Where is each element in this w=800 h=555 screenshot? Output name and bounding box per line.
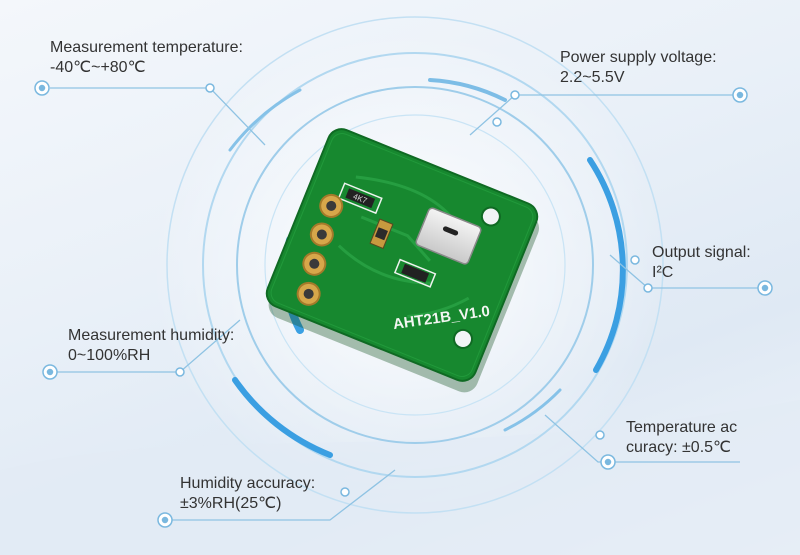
ring-innermost <box>264 114 566 416</box>
node-voltage-arc <box>492 117 502 127</box>
node-dot <box>46 368 54 376</box>
node-temp-range-mid <box>205 83 215 93</box>
ring-outer <box>166 16 664 514</box>
node-dot <box>161 516 169 524</box>
mount-hole-right <box>452 328 473 349</box>
leader-nodes <box>34 80 773 528</box>
arc-right <box>587 157 626 373</box>
spec-temp-accuracy: Temperature ac curacy: ±0.5℃ <box>626 418 737 458</box>
node-output-mid <box>643 283 653 293</box>
spec-humidity-range-title: Measurement humidity: <box>68 327 235 344</box>
spec-humidity-range-value: 0~100%RH <box>68 347 151 364</box>
resistor-1 <box>345 188 376 209</box>
sensor-chip <box>415 207 482 265</box>
pcb <box>265 128 539 382</box>
arc-bottom-right <box>503 388 562 432</box>
node-dot <box>736 91 744 99</box>
node-temp-acc-mid <box>595 430 605 440</box>
node-dot <box>38 84 46 92</box>
arc-top-left <box>228 88 302 152</box>
ring-mid <box>202 52 628 478</box>
spec-temp-accuracy-value: curacy: ±0.5℃ <box>626 439 732 456</box>
node-output-arc <box>630 255 640 265</box>
spec-humidity-range: Measurement humidity: 0~100%RH <box>68 326 234 366</box>
spec-temp-range-title: Measurement temperature: <box>50 39 243 56</box>
resistor-outline-1 <box>337 182 383 215</box>
node-voltage-mid <box>510 90 520 100</box>
spec-voltage: Power supply voltage: 2.2~5.5V <box>560 48 717 88</box>
node-humidity-acc-mid <box>340 487 350 497</box>
node-dot <box>604 458 612 466</box>
spec-output: Output signal: I²C <box>652 243 751 283</box>
spec-output-value: I²C <box>652 264 674 281</box>
spec-output-title: Output signal: <box>652 244 751 261</box>
leader-humidity-accuracy <box>165 469 396 521</box>
spec-humidity-accuracy-title: Humidity accuracy: <box>180 475 316 492</box>
decorative-rings <box>166 16 664 514</box>
gold-pins <box>296 193 344 306</box>
aht21b-sensor-board: 4K7 AHT21B_V1.0 <box>265 128 540 393</box>
ring-inner <box>236 86 594 444</box>
spec-humidity-accuracy-value: ±3%RH(25℃) <box>180 495 282 512</box>
spec-temp-range-value: -40℃~+80℃ <box>50 59 146 76</box>
spec-humidity-accuracy: Humidity accuracy: ±3%RH(25℃) <box>180 474 315 514</box>
spec-voltage-value: 2.2~5.5V <box>560 69 625 86</box>
mount-hole-top <box>480 206 501 227</box>
arc-top <box>428 78 507 102</box>
pcb-edge-highlight <box>270 132 534 378</box>
leader-temp-accuracy <box>544 414 740 463</box>
node-dot <box>761 284 769 292</box>
resistor-outline-2 <box>393 258 437 288</box>
node-humidity-mid <box>175 367 185 377</box>
spec-temp-accuracy-title: Temperature ac <box>626 419 738 436</box>
sensor-vent <box>442 226 459 236</box>
spec-temp-range: Measurement temperature: -40℃~+80℃ <box>50 38 243 78</box>
resistor-2 <box>401 263 430 283</box>
spec-voltage-title: Power supply voltage: <box>560 49 717 66</box>
arc-left-bottom <box>232 377 333 458</box>
capacitor-body <box>374 227 388 241</box>
